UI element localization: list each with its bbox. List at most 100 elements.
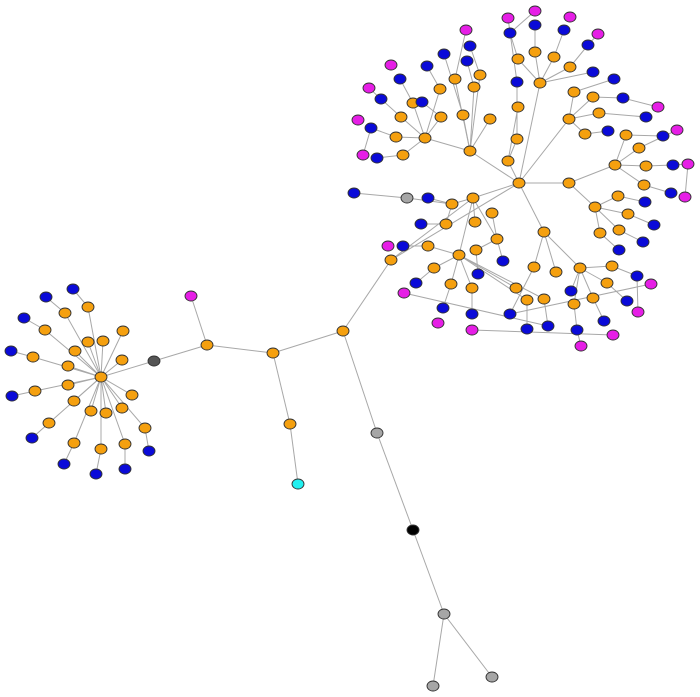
graph-node-blue: [396, 240, 410, 252]
graph-edge: [543, 231, 581, 269]
graph-node-orange: [418, 132, 432, 144]
graph-node-blue: [57, 458, 71, 470]
graph-edge: [471, 329, 614, 336]
graph-edge: [342, 330, 378, 434]
graph-node-blue: [4, 345, 18, 357]
graph-node-orange: [510, 133, 524, 145]
graph-node-orange: [427, 262, 441, 274]
graph-node-orange: [605, 260, 619, 272]
graph-node-orange: [445, 198, 459, 210]
graph-node-blue: [39, 291, 53, 303]
graph-edge: [469, 86, 475, 152]
graph-node-blue: [17, 312, 31, 324]
graph-node-cyan: [291, 478, 305, 490]
graph-edge: [87, 341, 102, 378]
graph-node-blue: [25, 432, 39, 444]
graph-node-blue: [471, 268, 485, 280]
graph-edge: [206, 344, 274, 354]
graph-node-orange: [463, 145, 477, 157]
graph-node-orange: [456, 109, 470, 121]
graph-edge: [458, 254, 517, 289]
graph-edge: [472, 182, 520, 199]
graph-edge: [509, 266, 535, 315]
graph-node-magenta: [528, 5, 542, 17]
graph-edge: [353, 192, 408, 199]
graph-edge: [424, 137, 471, 152]
graph-node-orange: [621, 208, 635, 220]
graph-edge: [573, 267, 581, 305]
graph-node-orange: [389, 131, 403, 143]
graph-node-gray: [400, 192, 414, 204]
graph-node-magenta: [384, 59, 398, 71]
graph-node-orange: [42, 417, 56, 429]
graph-edge: [509, 283, 652, 315]
graph-node-orange: [28, 385, 42, 397]
graph-node-blue: [66, 283, 80, 295]
graph-node-blue: [370, 152, 384, 164]
graph-edge: [458, 254, 473, 289]
graph-node-orange: [637, 179, 651, 191]
graph-node-orange: [336, 325, 350, 337]
graph-node-magenta: [678, 191, 692, 203]
graph-node-orange: [433, 83, 447, 95]
graph-edge: [342, 259, 392, 332]
graph-node-orange: [439, 218, 453, 230]
graph-node-darkgray: [147, 355, 161, 367]
graph-edge: [412, 529, 445, 615]
graph-node-magenta: [459, 24, 473, 36]
graph-node-orange: [396, 149, 410, 161]
graph-edge: [100, 376, 107, 414]
graph-node-blue: [620, 295, 634, 307]
graph-node-orange: [138, 422, 152, 434]
graph-edge: [289, 423, 299, 485]
graph-node-orange: [588, 201, 602, 213]
graph-node-orange: [511, 101, 525, 113]
graph-node-orange: [469, 244, 483, 256]
graph-node-blue: [142, 445, 156, 457]
graph-node-magenta: [670, 124, 684, 136]
graph-node-orange: [573, 262, 587, 274]
graph-node-magenta: [574, 340, 588, 352]
graph-node-orange: [593, 227, 607, 239]
graph-node-orange: [58, 307, 72, 319]
graph-node-orange: [84, 405, 98, 417]
graph-node-orange: [533, 77, 547, 89]
graph-node-orange: [483, 113, 497, 125]
graph-node-orange: [600, 277, 614, 289]
graph-edge: [272, 352, 291, 425]
graph-edge: [190, 295, 208, 346]
graph-node-magenta: [651, 101, 665, 113]
graph-edge: [539, 71, 594, 84]
graph-node-orange: [578, 128, 592, 140]
graph-node-orange: [473, 69, 487, 81]
graph-node-orange: [81, 301, 95, 313]
graph-node-blue: [581, 39, 595, 51]
graph-node-orange: [562, 177, 576, 189]
graph-node-blue: [557, 24, 571, 36]
graph-node-blue: [393, 73, 407, 85]
graph-edge: [100, 330, 124, 378]
graph-node-orange: [511, 53, 525, 65]
graph-node-orange: [61, 360, 75, 372]
graph-edge: [100, 376, 123, 409]
graph-node-orange: [200, 339, 214, 351]
graph-node-blue: [347, 187, 361, 199]
graph-edge: [74, 350, 102, 378]
graph-node-magenta: [465, 324, 479, 336]
graph-node-orange: [467, 81, 481, 93]
graph-node-magenta: [606, 329, 620, 341]
graph-node-orange: [81, 336, 95, 348]
graph-node-orange: [448, 73, 462, 85]
graph-node-blue: [463, 40, 477, 52]
graph-node-blue: [436, 302, 450, 314]
graph-node-blue: [607, 73, 621, 85]
graph-node-blue: [597, 315, 611, 327]
graph-node-orange: [567, 298, 581, 310]
graph-node-orange: [99, 407, 113, 419]
graph-edge: [73, 376, 102, 402]
graph-node-orange: [528, 46, 542, 58]
graph-node-orange: [452, 249, 466, 261]
graph-edge: [424, 88, 441, 139]
graph-node-orange: [563, 61, 577, 73]
graph-node-blue: [364, 122, 378, 134]
